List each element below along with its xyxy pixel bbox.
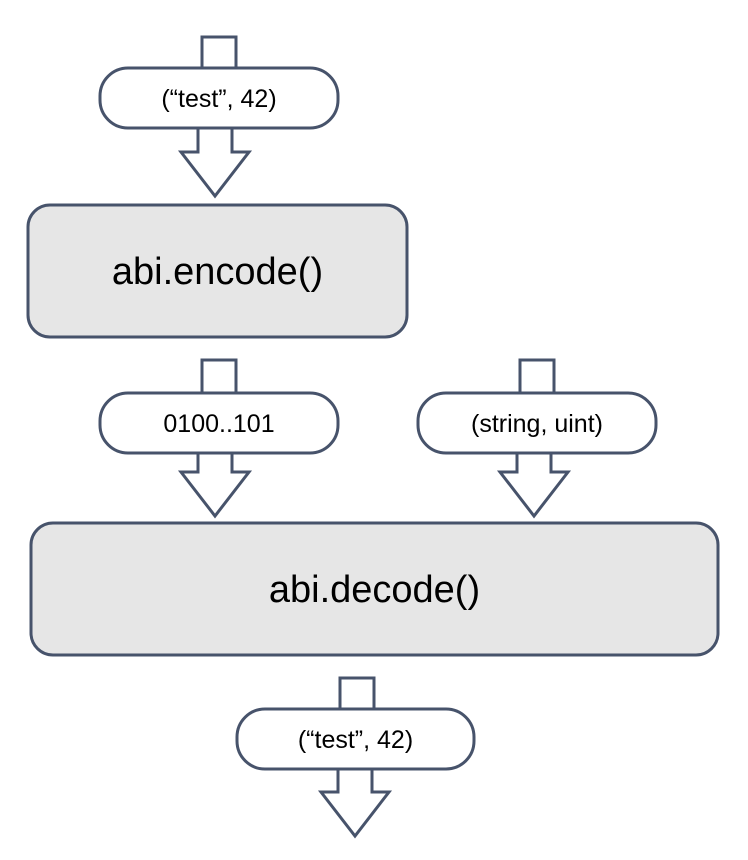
node-abi-decode[interactable]: abi.decode(): [29, 521, 720, 657]
node-input-tuple[interactable]: (“test”, 42): [98, 66, 340, 130]
output-tuple-box[interactable]: [235, 707, 476, 771]
abi-encode-label: abi.encode(): [112, 251, 323, 293]
node-encoded-bytes[interactable]: 0100..101: [98, 391, 340, 455]
input-tuple-box[interactable]: [98, 66, 340, 130]
stub-into-output-tuple: [338, 676, 376, 713]
input-tuple-label: (“test”, 42): [161, 85, 276, 113]
decode-types-box[interactable]: [416, 391, 658, 455]
stub-into-encoded-bytes: [200, 358, 238, 397]
encoded-bytes-box[interactable]: [98, 391, 340, 455]
node-decode-types[interactable]: (string, uint): [416, 391, 658, 455]
arrow-input-to-encode: [177, 124, 253, 199]
arrow-types-to-decode: [496, 449, 572, 519]
output-tuple-label: (“test”, 42): [298, 726, 413, 754]
decode-types-label: (string, uint): [471, 410, 603, 438]
arrow-decode-output: [317, 765, 393, 839]
abi-decode-label: abi.decode(): [269, 569, 480, 611]
abi-encode-box[interactable]: [26, 203, 409, 339]
stub-into-input-tuple: [200, 35, 238, 72]
node-abi-encode[interactable]: abi.encode(): [26, 203, 409, 339]
arrow-bytes-to-decode: [177, 449, 253, 519]
stub-into-decode-types: [518, 358, 556, 397]
abi-decode-box[interactable]: [29, 521, 720, 657]
encoded-bytes-label: 0100..101: [163, 410, 274, 438]
node-output-tuple[interactable]: (“test”, 42): [235, 707, 476, 771]
